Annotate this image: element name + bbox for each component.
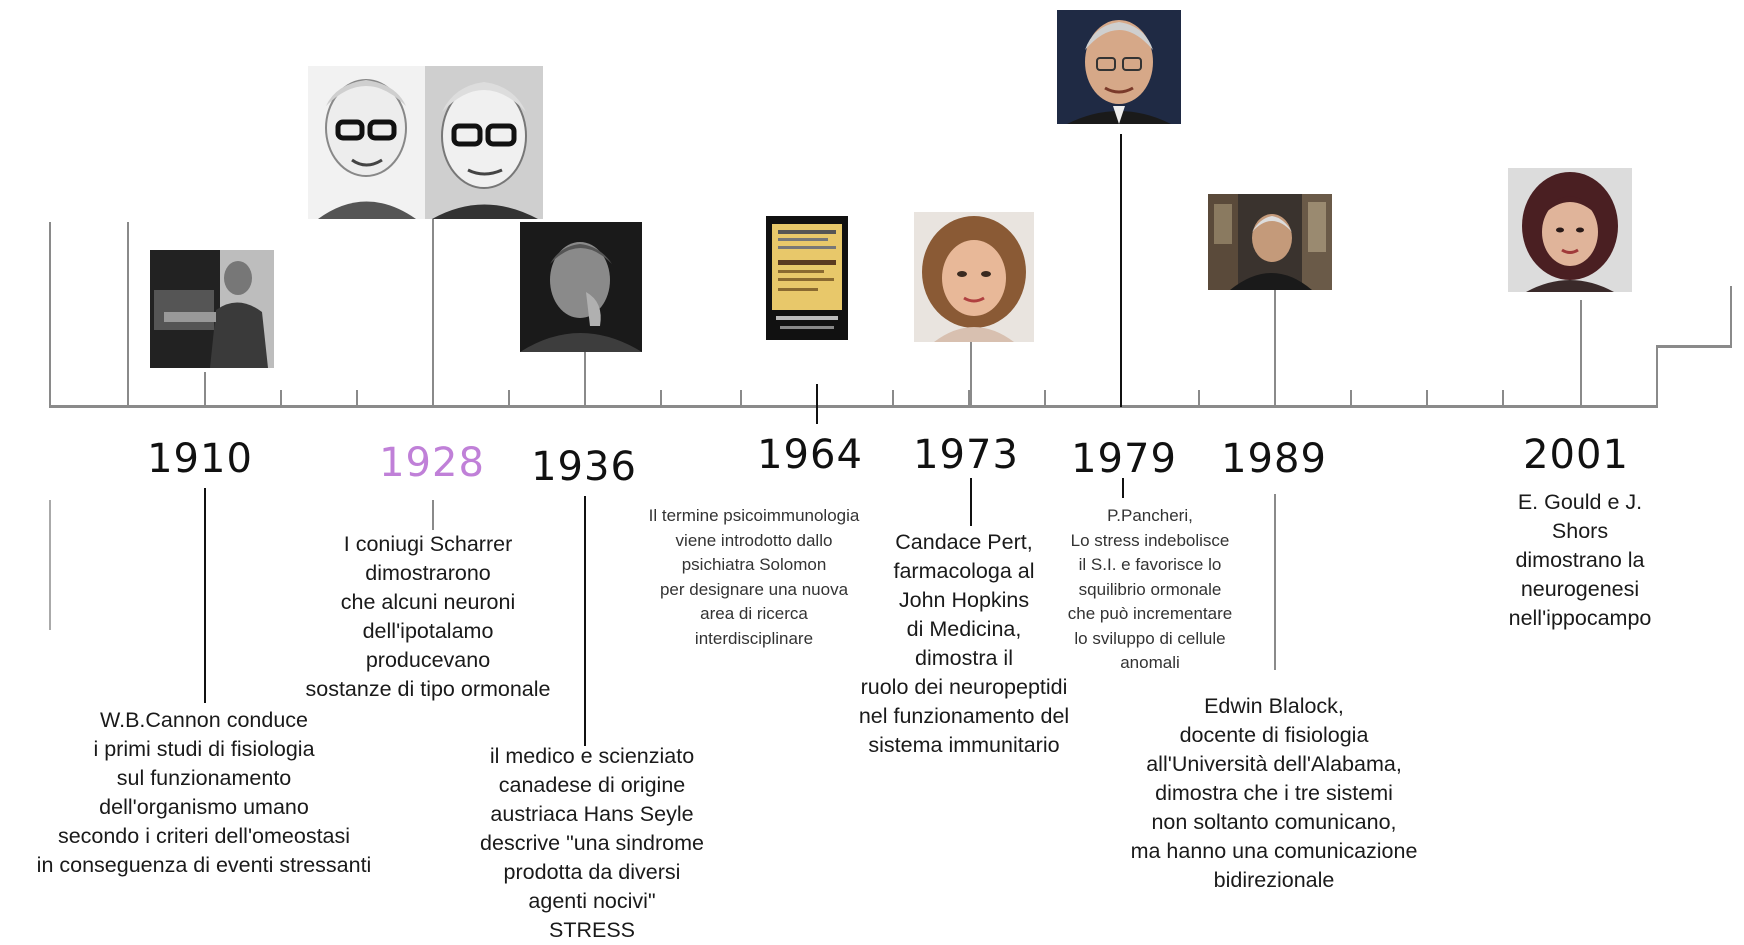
portrait-icon [520,222,642,352]
minor-tick [280,390,282,406]
event-description-1989: Edwin Blalock, docente di fisiologia all… [1130,694,1418,892]
event-description-1910: W.B.Cannon conduce i primi studi di fisi… [36,708,372,877]
connector-line-1928-desc [432,500,434,530]
portrait-icon [914,212,1034,342]
minor-tick [892,390,894,406]
connector-line-2001 [1580,300,1582,407]
photo-2001 [1508,168,1632,292]
year-label-1936: 1936 [531,444,637,490]
connector-line-1989-desc [1274,494,1276,670]
connector-line-1910-desc [204,488,206,703]
connector-line-1910 [204,372,206,406]
photo-1964 [766,216,848,340]
year-label-1989: 1989 [1221,436,1327,482]
minor-tick [1426,390,1428,406]
event-description-1928: I coniugi Scharrer dimostrarono che alcu… [305,532,551,701]
right-step-vertical [1656,345,1658,408]
photo-1936 [520,222,642,352]
portrait-icon [150,250,274,368]
connector-line-1979 [1120,134,1122,407]
minor-tick [968,390,970,406]
connector-line-1936-desc [584,496,586,746]
minor-tick [660,390,662,406]
photo-1928 [308,66,543,219]
minor-tick [1044,390,1046,406]
minor-tick [1198,390,1200,406]
left-lower-line [49,500,51,630]
photo-1910 [150,250,274,368]
right-step-top [1730,286,1732,348]
event-description-1964: Il termine psicoimmunologia viene introd… [648,506,860,648]
left-bracket-line [49,222,51,408]
right-step-horizontal [1656,345,1732,348]
event-description-1979: P.Pancheri, Lo stress indebolisce il S.I… [1067,506,1233,672]
minor-tick [740,390,742,406]
minor-tick [356,390,358,406]
connector-line-1964 [816,384,818,424]
event-description-2001: E. Gould e J. Shors dimostrano la neurog… [1508,490,1652,630]
connector-line-1979-desc [1122,478,1124,498]
year-label-1973: 1973 [913,432,1019,478]
year-label-1910: 1910 [147,436,253,482]
portrait-icon [1057,10,1181,124]
portrait-icon [1508,168,1632,292]
year-label-1979: 1979 [1071,436,1177,482]
photo-1979 [1057,10,1181,124]
connector-line-1973-desc [970,478,972,526]
event-description-1936: il medico e scienziato canadese di origi… [480,744,704,942]
connector-line-1989 [1274,290,1276,407]
connector-line-1973 [970,342,972,407]
year-label-1928: 1928 [379,440,485,486]
portrait-pair-icon [308,66,543,219]
year-label-2001: 2001 [1523,432,1629,478]
left-marker-line [127,222,129,408]
portrait-icon [1208,194,1332,290]
minor-tick [1350,390,1352,406]
connector-line-1936 [584,352,586,407]
photo-1973 [914,212,1034,342]
connector-line-1928 [432,219,434,407]
photo-1989 [1208,194,1332,290]
book-cover-icon [766,216,848,340]
minor-tick [1502,390,1504,406]
event-description-1973: Candace Pert, farmacologa al John Hopkin… [858,530,1070,757]
year-label-1964: 1964 [757,432,863,478]
timeline-axis [50,405,1658,408]
minor-tick [508,390,510,406]
